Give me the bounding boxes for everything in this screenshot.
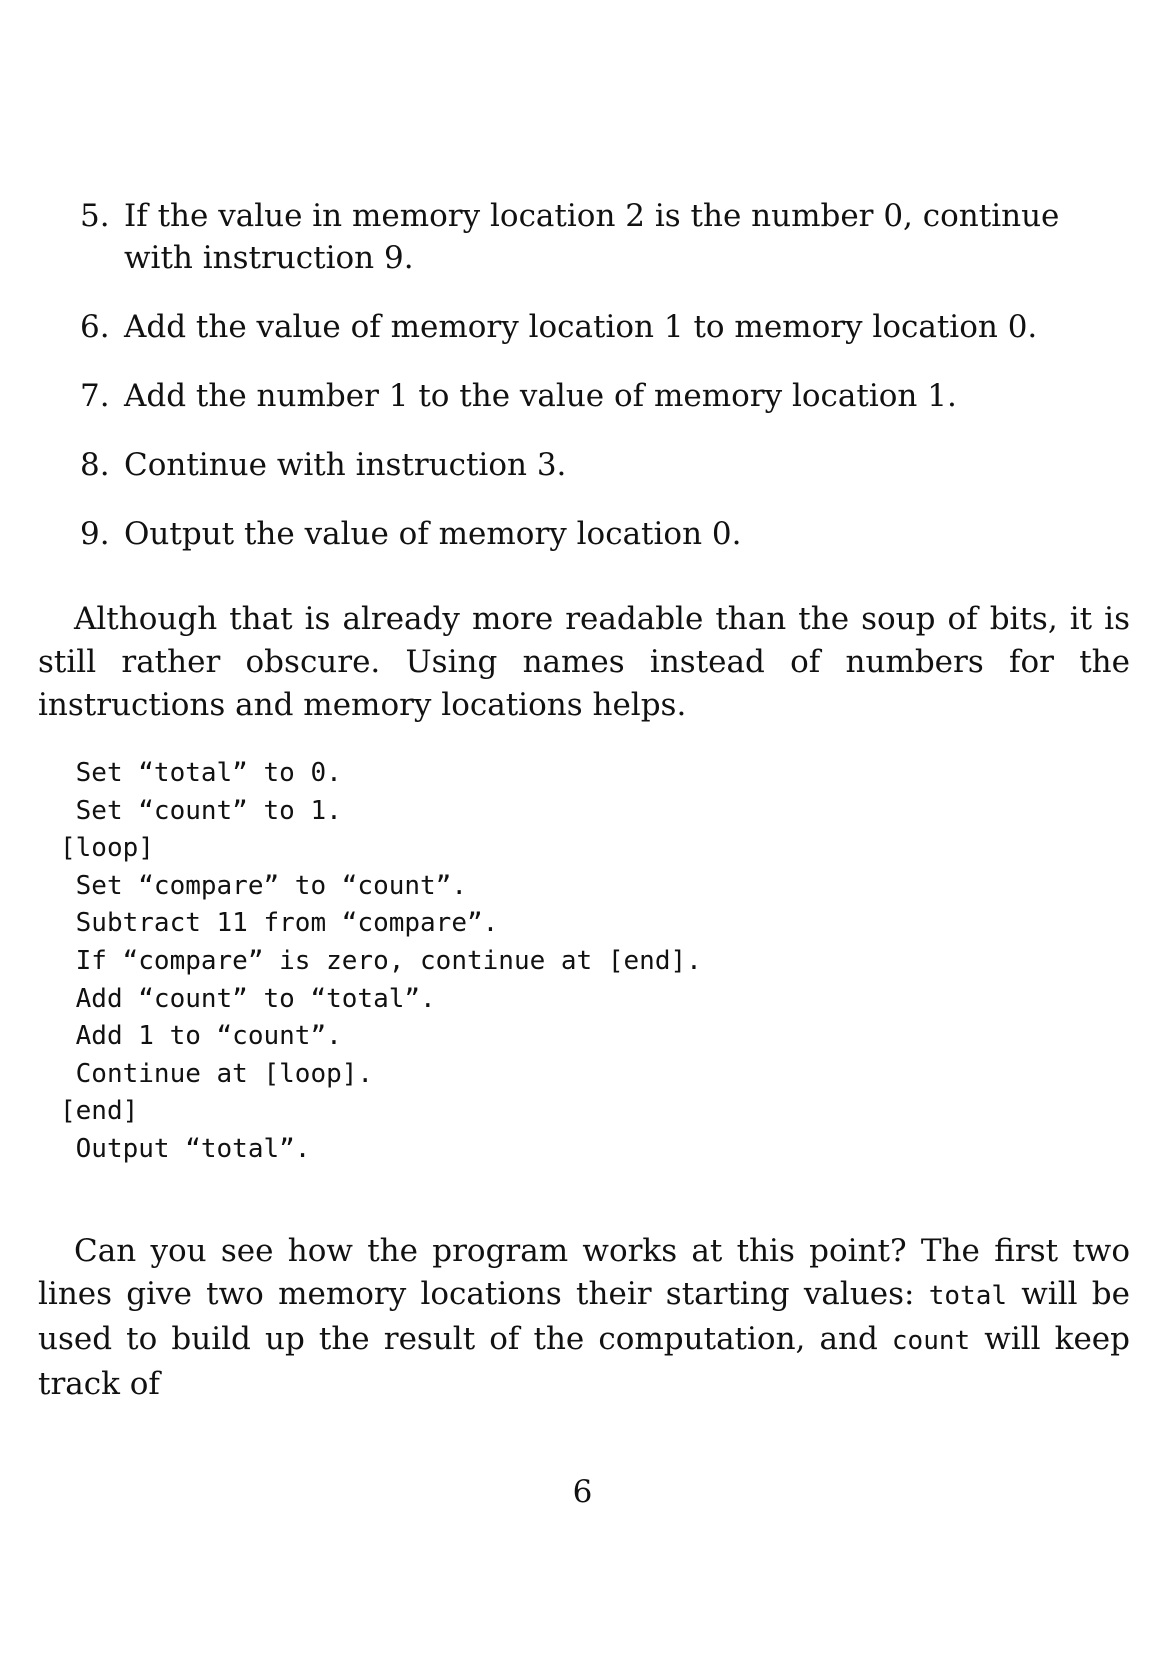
code-line: Output “total”. [60,1133,311,1164]
list-item-number: 7. [80,378,110,414]
inline-code-count: count [891,1326,971,1356]
list-item: 9. Output the value of memory location 0… [80,513,1130,555]
code-line: [end] [60,1096,139,1127]
code-line: Set “compare” to “count”. [60,870,467,901]
list-item: 7. Add the number 1 to the value of memo… [80,375,1130,417]
code-line: Continue at [loop]. [60,1058,374,1089]
code-line: Subtract 11 from “compare”. [60,908,499,939]
code-line: If “compare” is zero, continue at [end]. [60,945,702,976]
list-item-number: 8. [80,447,110,483]
page-number: 6 [572,1474,593,1510]
code-line: Add 1 to “count”. [60,1021,342,1052]
list-item: 6. Add the value of memory location 1 to… [80,306,1130,348]
paragraph-text: will be used to build up the result of t… [38,1276,1130,1357]
list-item: 8. Continue with instruction 3. [80,444,1130,486]
list-item-number: 9. [80,516,110,552]
code-block: Set “total” to 0. Set “count” to 1. [loop… [60,755,702,1169]
paragraph-text: Can you see how the program works at thi… [38,1233,1130,1312]
code-line: [loop] [60,833,154,864]
list-item-text: Continue with instruction 3. [124,447,567,483]
list-item-text: Add the value of memory location 1 to me… [124,309,1038,345]
list-item-number: 6. [80,309,110,345]
paragraph-text: will keep track of [38,1321,1130,1402]
list-item-text: Output the value of memory location 0. [124,516,742,552]
code-line: Add “count” to “total”. [60,983,436,1014]
instruction-list: 5. If the value in memory location 2 is … [80,195,1130,582]
list-item: 5. If the value in memory location 2 is … [80,195,1130,279]
list-item-text: If the value in memory location 2 is the… [124,198,1060,276]
inline-code-total: total [928,1281,1008,1311]
code-line: Set “count” to 1. [60,795,342,826]
list-item-text: Add the number 1 to the value of memory … [124,378,957,414]
paragraph-readability: Although that is already more readable t… [38,601,1130,723]
paragraph-explanation: Can you see how the program works at thi… [38,1230,1130,1406]
code-line: Set “total” to 0. [60,758,342,788]
list-item-number: 5. [80,198,110,234]
